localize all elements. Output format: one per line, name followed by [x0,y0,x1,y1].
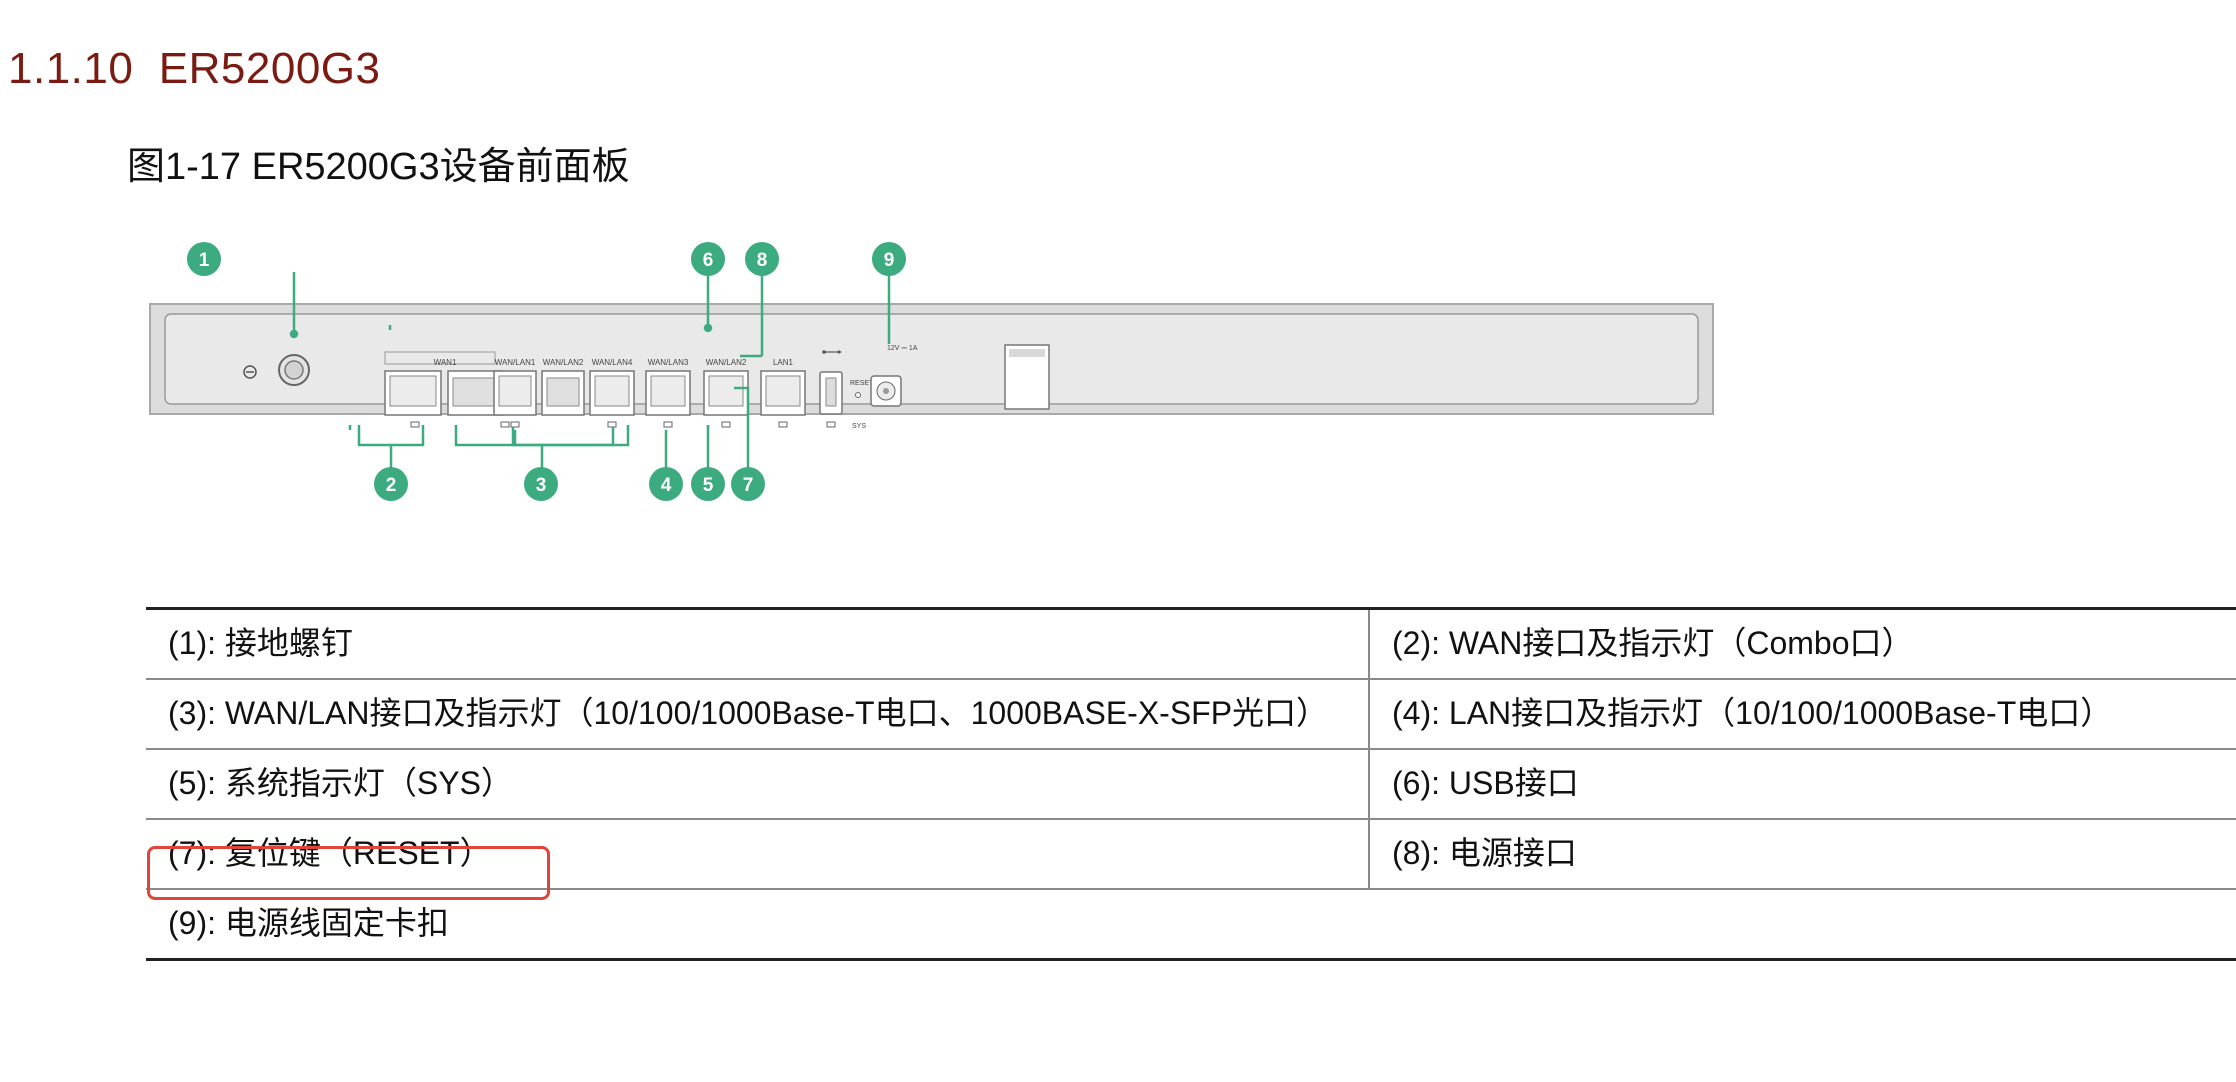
svg-text:3: 3 [536,475,547,496]
wan1-label-box [384,351,496,365]
sys-label: SYS [852,423,866,430]
rj45-port-wanlan2 [703,370,749,416]
callout-7: 7 [731,467,765,501]
power-jack [870,375,902,407]
legend-table: (1): 接地螺钉 (2): WAN接口及指示灯（Combo口） (3): WA… [146,607,2236,961]
table-cell: (5): 系统指示灯（SYS） [146,749,1370,819]
table-row: (3): WAN/LAN接口及指示灯（10/100/1000Base-T电口、1… [146,679,2236,749]
table-row: (1): 接地螺钉 (2): WAN接口及指示灯（Combo口） [146,608,2236,679]
svg-text:1: 1 [199,250,210,271]
port-label-wanlan3: WAN/LAN3 [648,358,689,367]
table-cell: (2): WAN接口及指示灯（Combo口） [1392,625,1914,661]
callout-1: 1 [187,242,221,276]
rj45-port-wanlan4 [589,370,635,416]
callout-9: 9 [872,242,906,276]
svg-text:7: 7 [743,475,754,496]
svg-text:4: 4 [661,475,672,496]
power-cord-clip [1004,344,1050,410]
rj45-port-wanlan1 [493,370,537,416]
callout-8: 8 [745,242,779,276]
power-label: 12V ⎓ 1A [887,345,918,352]
port-label-wan1: WAN1 [434,358,457,367]
led-wanlan2 [721,421,731,428]
port-label-wanlan2-sfp: WAN/LAN2 [543,358,584,367]
reset-label: RESET [850,380,874,387]
rj45-port-wan1 [384,370,442,416]
callout-2: 2 [374,467,408,501]
table-cell: (7): 复位键（RESET） [146,819,1370,889]
led-lan1 [778,421,788,428]
led-sys [826,421,836,428]
svg-text:9: 9 [884,250,895,271]
usb-icon [822,350,842,354]
reset-highlight-box [147,846,550,900]
section-title: ER5200G3 [158,44,381,93]
usb-port [819,371,843,415]
table-cell: (3): WAN/LAN接口及指示灯（10/100/1000Base-T电口、1… [146,679,1370,749]
grounding-screw-icon [243,354,310,386]
svg-text:8: 8 [757,250,768,271]
figure-caption: 图1-17 ER5200G3设备前面板 [127,146,630,188]
table-cell: (8): 电源接口 [1392,835,1577,871]
led-wanlan3 [663,421,673,428]
table-row: (9): 电源线固定卡扣 [146,889,2236,960]
front-panel-figure: WAN1 WAN/LAN1 WAN/LAN2 WAN/LAN4 WAN/LAN3… [149,242,1714,501]
sfp-port-wanlan2 [541,370,585,416]
port-label-lan1: LAN1 [773,358,794,367]
callout-5: 5 [691,467,725,501]
port-label-wanlan1: WAN/LAN1 [495,358,536,367]
led-wanlan1 [510,421,520,428]
svg-text:5: 5 [703,475,714,496]
table-row: (7): 复位键（RESET） (8): 电源接口 [146,819,2236,889]
rj45-port-wanlan3 [645,370,691,416]
table-cell: (6): USB接口 [1392,765,1579,801]
port-label-wanlan4: WAN/LAN4 [592,358,633,367]
callout-3: 3 [524,467,558,501]
reset-button-hole [855,392,861,398]
port-label-wanlan2: WAN/LAN2 [706,358,747,367]
rj45-port-lan1 [760,370,806,416]
section-heading: 1.1.10 ER5200G3 [8,44,381,94]
table-row: (5): 系统指示灯（SYS） (6): USB接口 [146,749,2236,819]
callout-6: 6 [691,242,725,276]
led-wan1-a [410,421,420,428]
section-number: 1.1.10 [8,44,134,93]
table-cell: (4): LAN接口及指示灯（10/100/1000Base-T电口） [1392,695,2113,731]
table-cell: (1): 接地螺钉 [146,608,1370,679]
svg-text:2: 2 [386,475,397,496]
led-wanlan4 [607,421,617,428]
led-wan1-b [500,421,510,428]
svg-text:6: 6 [703,250,714,271]
table-cell: (9): 电源线固定卡扣 [168,905,449,941]
callout-4: 4 [649,467,683,501]
